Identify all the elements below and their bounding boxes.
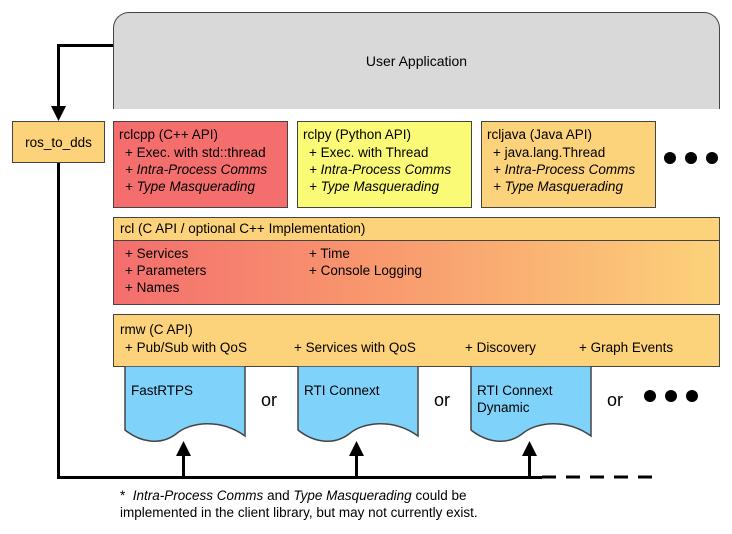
- bottom-bus-dashed-extension: [542, 475, 658, 479]
- or-separator: or: [607, 390, 624, 410]
- rmw-feature: + Discovery: [465, 340, 536, 355]
- rclcpp-item: + Intra-Process Comms: [125, 162, 268, 177]
- rcljava-item: + Intra-Process Comms: [493, 162, 636, 177]
- footnote-line-2: implemented in the client library, but m…: [120, 505, 478, 520]
- bus-to-connext-dynamic-wire: [528, 455, 531, 477]
- or-separator: or: [261, 390, 278, 410]
- fastrtps-document-shape: [124, 366, 246, 442]
- bottom-bus-wire: [57, 476, 542, 479]
- arrow-up-to-connext-dynamic-icon: [522, 441, 537, 456]
- rti-connext-label: RTI Connext: [304, 383, 380, 398]
- footnote-masq: Type Masquerading: [293, 488, 412, 503]
- rcl-item: + Console Logging: [309, 263, 422, 278]
- ros-to-dds-label: ros_to_dds: [25, 135, 92, 150]
- rcl-item: + Services: [125, 246, 189, 261]
- rclpy-box: rclpy (Python API) + Exec. with Thread +…: [297, 121, 472, 208]
- rclpy-item: + Exec. with Thread: [309, 145, 429, 160]
- ros-to-dds-down-wire: [57, 163, 60, 479]
- rcl-title: rcl (C API / optional C++ Implementation…: [120, 221, 366, 236]
- arrow-up-to-connext-icon: [349, 441, 364, 456]
- fastrtps-label: FastRTPS: [131, 383, 194, 398]
- user-application-label: User Application: [365, 53, 468, 69]
- bus-to-connext-wire: [355, 455, 358, 477]
- rclcpp-item: + Type Masquerading: [125, 179, 255, 194]
- rcljava-item: + Type Masquerading: [493, 179, 623, 194]
- rclpy-title: rclpy (Python API): [303, 127, 412, 142]
- rmw-title: rmw (C API): [120, 322, 193, 337]
- rclcpp-item: + Exec. with std::thread: [125, 145, 266, 160]
- more-clients-ellipsis-icon: [662, 152, 722, 166]
- footnote-rest: could be: [415, 488, 467, 503]
- rcljava-box: rcljava (Java API) + java.lang.Thread + …: [481, 121, 656, 208]
- rcl-title-bar: rcl (C API / optional C++ Implementation…: [114, 218, 719, 241]
- bus-to-fastrtps-wire: [182, 455, 185, 477]
- rcljava-item: + java.lang.Thread: [493, 145, 606, 160]
- rclpy-item: + Type Masquerading: [309, 179, 439, 194]
- ros-to-dds-box: ros_to_dds: [12, 121, 105, 163]
- rmw-box: rmw (C API) + Pub/Sub with QoS + Service…: [113, 314, 720, 367]
- arrow-up-to-fastrtps-icon: [176, 441, 191, 456]
- rcl-item: + Names: [125, 280, 180, 295]
- rmw-feature: + Pub/Sub with QoS: [125, 340, 247, 355]
- rmw-feature: + Services with QoS: [294, 340, 416, 355]
- rclcpp-title: rclcpp (C++ API): [119, 127, 219, 142]
- rclpy-item: + Intra-Process Comms: [309, 162, 452, 177]
- rti-connext-dynamic-document-shape: [470, 366, 592, 442]
- arrow-down-to-ros-to-dds-icon: [51, 106, 66, 121]
- app-to-ros-wire-vertical: [57, 44, 60, 109]
- footnote-line-1: * Intra-Process Comms and Type Masquerad…: [120, 487, 467, 504]
- rmw-feature: + Graph Events: [579, 340, 674, 355]
- more-implementations-ellipsis-icon: [642, 390, 702, 404]
- rti-connext-document-shape: [297, 366, 419, 442]
- rcl-item: + Time: [309, 246, 350, 261]
- footnote-star: *: [120, 488, 126, 503]
- rcl-box: rcl (C API / optional C++ Implementation…: [113, 217, 720, 305]
- rti-connext-dynamic-label: RTI Connext: [477, 383, 553, 398]
- rcl-item: + Parameters: [125, 263, 207, 278]
- rti-connext-dynamic-label: Dynamic: [477, 400, 530, 415]
- app-to-ros-wire-horizontal: [57, 44, 114, 47]
- footnote-intra: Intra-Process Comms: [132, 488, 264, 503]
- rcljava-title: rcljava (Java API): [487, 127, 593, 142]
- user-application-box: User Application: [113, 12, 720, 109]
- footnote-and: and: [267, 488, 290, 503]
- rclcpp-box: rclcpp (C++ API) + Exec. with std::threa…: [113, 121, 288, 208]
- or-separator: or: [434, 390, 451, 410]
